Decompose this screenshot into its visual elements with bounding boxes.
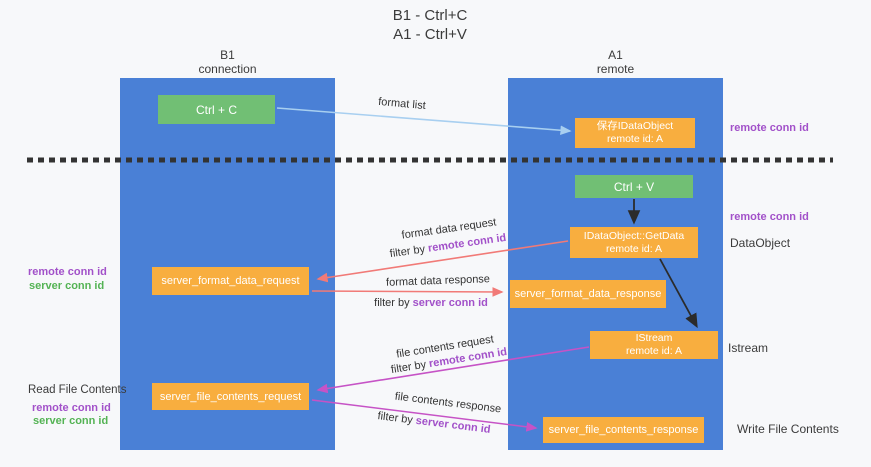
format-list-label: format list <box>377 95 427 113</box>
file-contents-response-label: file contents response <box>394 390 502 416</box>
filter-by-text: filter by <box>374 297 413 309</box>
ctrl-c-label: Ctrl + C <box>195 102 237 117</box>
left-server-conn-id-1: server conn id <box>29 280 105 292</box>
getdata-box: IDataObject::GetData remote id: A <box>570 227 698 258</box>
server-file-contents-request-box: server_file_contents_request <box>152 383 309 410</box>
save-idataobject-line2: remote id: A <box>606 133 664 145</box>
left-server-conn-id-2: server conn id <box>33 415 109 427</box>
title-line-1: B1 - Ctrl+C <box>392 7 468 24</box>
ctrl-v-box: Ctrl + V <box>575 175 693 198</box>
lifeline-b1-name: B1 <box>220 48 235 62</box>
lifeline-a1-role: remote <box>596 62 635 76</box>
istream-line1: IStream <box>635 332 673 344</box>
right-remote-conn-id-top: remote conn id <box>730 122 809 134</box>
format-data-response-arrow <box>311 287 504 297</box>
title-line-2: A1 - Ctrl+V <box>393 26 467 43</box>
server-format-data-response-box: server_format_data_response <box>510 280 666 308</box>
istream-side-label: Istream <box>728 341 769 355</box>
lifeline-a1-name: A1 <box>608 48 623 62</box>
ctrl-v-label: Ctrl + V <box>613 179 655 194</box>
read-file-contents-label: Read File Contents <box>28 384 127 396</box>
format-data-response-filter-label: filter by server conn id <box>374 297 488 309</box>
save-idataobject-box: 保存IDataObject remote id: A <box>575 118 695 148</box>
server-file-contents-request-label: server_file_contents_request <box>159 390 302 403</box>
right-remote-conn-id-mid: remote conn id <box>730 211 809 223</box>
filter-by-text: filter by <box>389 242 429 261</box>
getdata-line1: IDataObject::GetData <box>583 229 685 242</box>
format-data-response-label: format data response <box>385 273 491 289</box>
server-format-data-response-label: server_format_data_response <box>514 288 662 300</box>
filter-by-text: filter by <box>390 358 431 377</box>
ctrl-c-box: Ctrl + C <box>158 95 275 124</box>
istream-line2: remote id: A <box>625 345 683 357</box>
lifeline-header-b1: B1 connection <box>120 48 335 76</box>
server-file-contents-response-box: server_file_contents_response <box>543 417 704 443</box>
left-remote-conn-id-1: remote conn id <box>28 266 107 278</box>
server-conn-id-text: server conn id <box>412 297 488 309</box>
server-format-data-request-box: server_format_data_request <box>152 267 309 295</box>
file-contents-response-filter-label: filter by server conn id <box>377 410 491 436</box>
dataobject-label: DataObject <box>730 236 791 250</box>
diagram-title: B1 - Ctrl+C A1 - Ctrl+V <box>280 6 580 44</box>
getdata-line2: remote id: A <box>605 242 663 255</box>
write-file-contents-label: Write File Contents <box>737 422 839 436</box>
server-conn-id-text: server conn id <box>415 414 492 436</box>
lifeline-header-a1: A1 remote <box>508 48 723 76</box>
save-idataobject-line1: 保存IDataObject <box>596 120 674 132</box>
server-format-data-request-label: server_format_data_request <box>161 275 300 287</box>
filter-by-text: filter by <box>376 410 417 427</box>
istream-box: IStream remote id: A <box>590 331 718 359</box>
left-remote-conn-id-2: remote conn id <box>32 402 111 414</box>
server-file-contents-response-label: server_file_contents_response <box>548 424 699 436</box>
lifeline-b1-role: connection <box>198 62 257 76</box>
